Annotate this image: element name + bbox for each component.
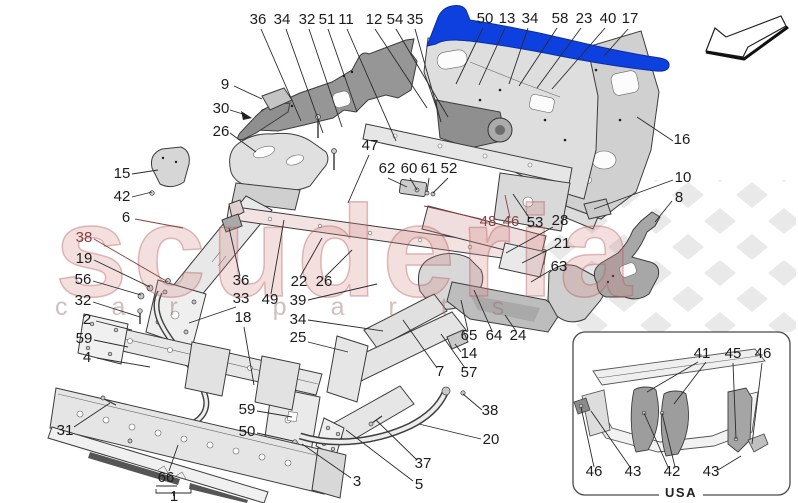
callout-47: 47	[362, 137, 379, 154]
callout-49: 49	[262, 291, 279, 308]
callout-64: 64	[486, 327, 503, 344]
callout-7: 7	[436, 363, 444, 380]
callout-66: 66	[158, 469, 175, 486]
callout-23: 23	[576, 10, 593, 27]
callout-38: 38	[482, 402, 499, 419]
callout-51: 51	[319, 11, 336, 28]
leader-lines	[73, 27, 763, 496]
callout-21: 21	[554, 235, 571, 252]
part-valance	[47, 426, 269, 503]
callout-38: 38	[76, 229, 93, 246]
part-bumper-beam	[49, 387, 333, 495]
callout-63: 63	[551, 258, 568, 275]
callout-46: 46	[503, 213, 520, 230]
watermark-line1: scuderia	[55, 178, 638, 324]
callout-35: 35	[407, 11, 424, 28]
callout-41: 41	[694, 345, 711, 362]
callout-6: 6	[122, 209, 130, 226]
callout-34: 34	[522, 10, 539, 27]
callout-13: 13	[499, 10, 516, 27]
callout-62: 62	[379, 160, 396, 177]
usa-inset-label: USA	[665, 485, 697, 500]
callout-43: 43	[625, 463, 642, 480]
callout-39: 39	[290, 292, 307, 309]
part-small-bracket	[151, 146, 190, 188]
callout-46: 46	[586, 463, 603, 480]
callout-19: 19	[76, 250, 93, 267]
callout-15: 15	[114, 165, 131, 182]
watermark-text: scuderia car parts	[54, 177, 638, 325]
callout-48: 48	[480, 213, 497, 230]
callout-53: 53	[527, 214, 544, 231]
part-cowl-panel-highlighted	[426, 5, 670, 72]
callout-46: 46	[755, 345, 772, 362]
callout-34: 34	[274, 11, 291, 28]
callout-22: 22	[291, 273, 308, 290]
callout-34: 34	[290, 311, 307, 328]
callout-4: 4	[83, 349, 91, 366]
callout-18: 18	[235, 309, 252, 326]
callout-45: 45	[725, 345, 742, 362]
watermark-line2: car parts	[55, 293, 548, 321]
callout-17: 17	[622, 10, 639, 27]
part-wheel-arch-bracket	[593, 211, 661, 300]
callout-14: 14	[461, 345, 478, 362]
callout-61: 61	[421, 160, 438, 177]
callout-58: 58	[552, 10, 569, 27]
callout-65: 65	[461, 327, 478, 344]
callout-20: 20	[483, 431, 500, 448]
callout-10: 10	[675, 169, 692, 186]
callout-32: 32	[299, 11, 316, 28]
callout-12: 12	[366, 11, 383, 28]
callout-5: 5	[415, 476, 423, 493]
callout-59: 59	[239, 401, 256, 418]
part-long-crossbeam	[226, 205, 547, 265]
callout-57: 57	[461, 364, 478, 381]
callout-24: 24	[510, 327, 527, 344]
callout-36: 36	[250, 11, 267, 28]
callout-25: 25	[290, 329, 307, 346]
callout-50: 50	[239, 423, 256, 440]
callout-11: 11	[338, 11, 354, 28]
usa-inset: USA	[572, 331, 791, 500]
callout-3: 3	[353, 473, 361, 490]
callout-54: 54	[387, 11, 404, 28]
callout-8: 8	[675, 189, 683, 206]
callout-56: 56	[75, 271, 92, 288]
callout-16: 16	[674, 131, 691, 148]
callout-42: 42	[664, 463, 681, 480]
callout-28: 28	[552, 212, 569, 229]
callout-9: 9	[221, 76, 229, 93]
callout-60: 60	[401, 160, 418, 177]
callout-50: 50	[477, 10, 494, 27]
callout-59: 59	[76, 330, 93, 347]
callout-42: 42	[114, 188, 131, 205]
artwork	[47, 5, 670, 503]
part-usa-bracket-left	[630, 386, 659, 453]
callout-36: 36	[233, 272, 250, 289]
callout-1: 1	[170, 488, 178, 503]
direction-arrow-icon	[705, 15, 789, 61]
callout-26: 26	[316, 273, 333, 290]
callout-40: 40	[600, 10, 617, 27]
callout-43: 43	[703, 463, 720, 480]
callout-2: 2	[83, 311, 91, 328]
callout-26: 26	[213, 123, 230, 140]
callout-52: 52	[441, 160, 458, 177]
callout-32: 32	[75, 292, 92, 309]
callout-labels: 36 34 32 51 11 12 54 35 50 13 34 58 23 4…	[57, 10, 772, 503]
callout-30: 30	[213, 100, 230, 117]
callout-33: 33	[233, 290, 250, 307]
callout-31: 31	[57, 422, 74, 439]
callout-37: 37	[415, 455, 432, 472]
